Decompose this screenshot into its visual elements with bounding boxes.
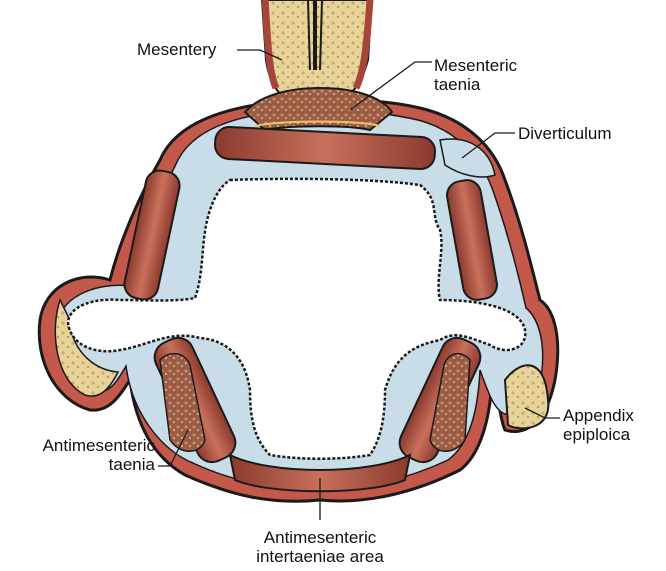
mesenteric-taenia-shape [245, 88, 392, 130]
appendix-epiploica-lobe [505, 365, 548, 428]
label-mesentery: Mesentery [137, 40, 216, 59]
label-appendix-epiploica: Appendix epiploica [563, 406, 634, 444]
label-antimesenteric-intertaeniae-area: Antimesenteric intertaeniae area [230, 528, 410, 566]
label-diverticulum: Diverticulum [518, 124, 612, 143]
label-mesenteric-taenia: Mesenteric taenia [434, 56, 517, 94]
label-antimesenteric-taenia: Antimesenteric taenia [10, 436, 155, 474]
